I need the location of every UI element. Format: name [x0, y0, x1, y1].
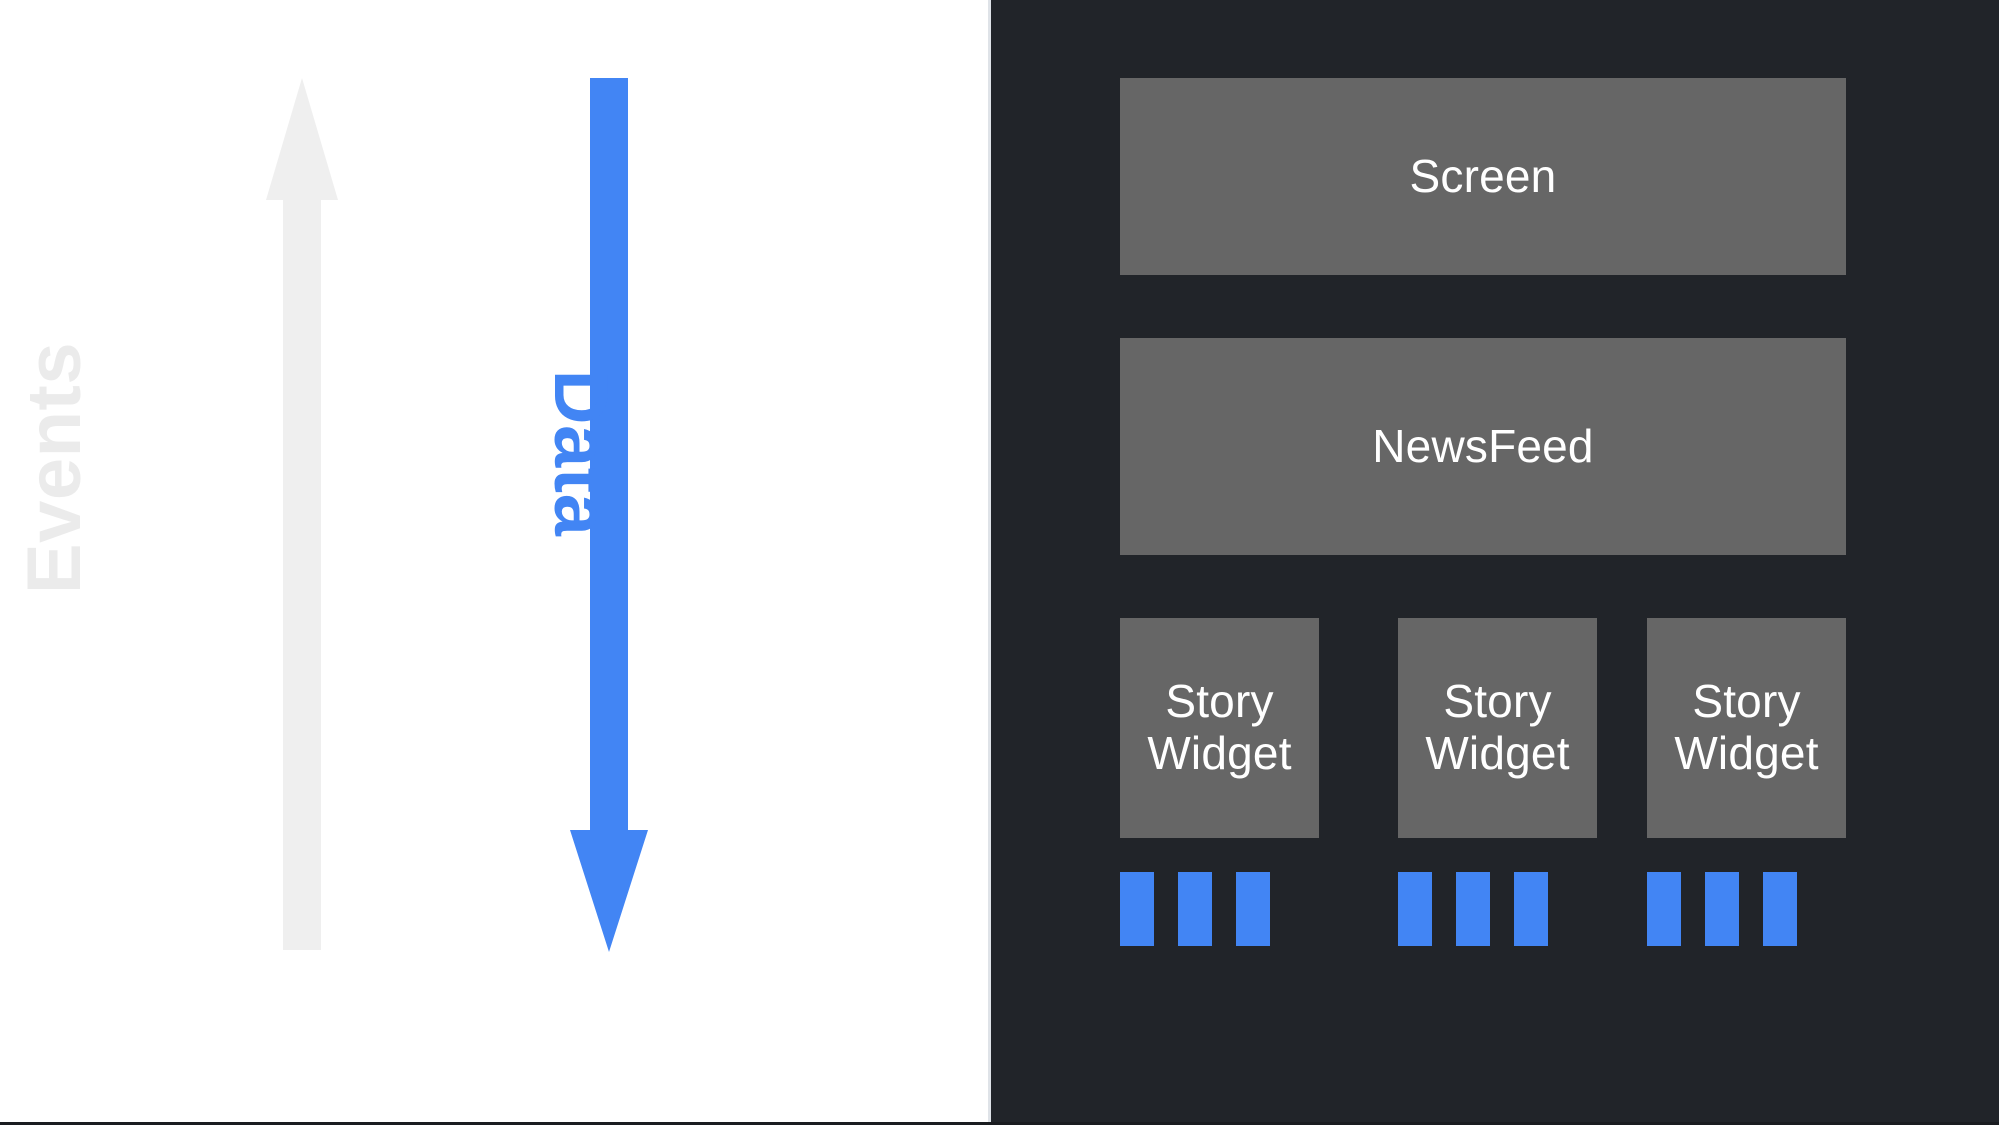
leaf-node[interactable]: [1647, 872, 1681, 946]
flow-legend-panel: Events Data: [0, 0, 988, 1125]
component-node-story-widget-0[interactable]: Story Widget: [1120, 618, 1319, 838]
component-node-newsfeed[interactable]: NewsFeed: [1120, 338, 1846, 555]
data-flow-label: Data: [538, 369, 623, 537]
leaf-node[interactable]: [1514, 872, 1548, 946]
component-node-story-widget-1[interactable]: Story Widget: [1398, 618, 1597, 838]
events-flow-label: Events: [12, 341, 97, 595]
component-node-screen[interactable]: Screen: [1120, 78, 1846, 275]
leaf-node[interactable]: [1456, 872, 1490, 946]
events-flow-arrow: [266, 78, 338, 950]
bottom-rule: [0, 1122, 1999, 1125]
arrow-down-icon: [570, 78, 648, 952]
leaf-node[interactable]: [1120, 872, 1154, 946]
panel-divider: [988, 0, 991, 1125]
arrow-up-icon: [266, 78, 338, 950]
data-flow-arrow: [570, 78, 648, 952]
component-tree-panel: Screen NewsFeed Story Widget Story Widge…: [991, 0, 1999, 1125]
leaf-node[interactable]: [1398, 872, 1432, 946]
leaf-node[interactable]: [1763, 872, 1797, 946]
leaf-node[interactable]: [1705, 872, 1739, 946]
component-node-story-widget-2[interactable]: Story Widget: [1647, 618, 1846, 838]
leaf-node[interactable]: [1236, 872, 1270, 946]
leaf-node[interactable]: [1178, 872, 1212, 946]
